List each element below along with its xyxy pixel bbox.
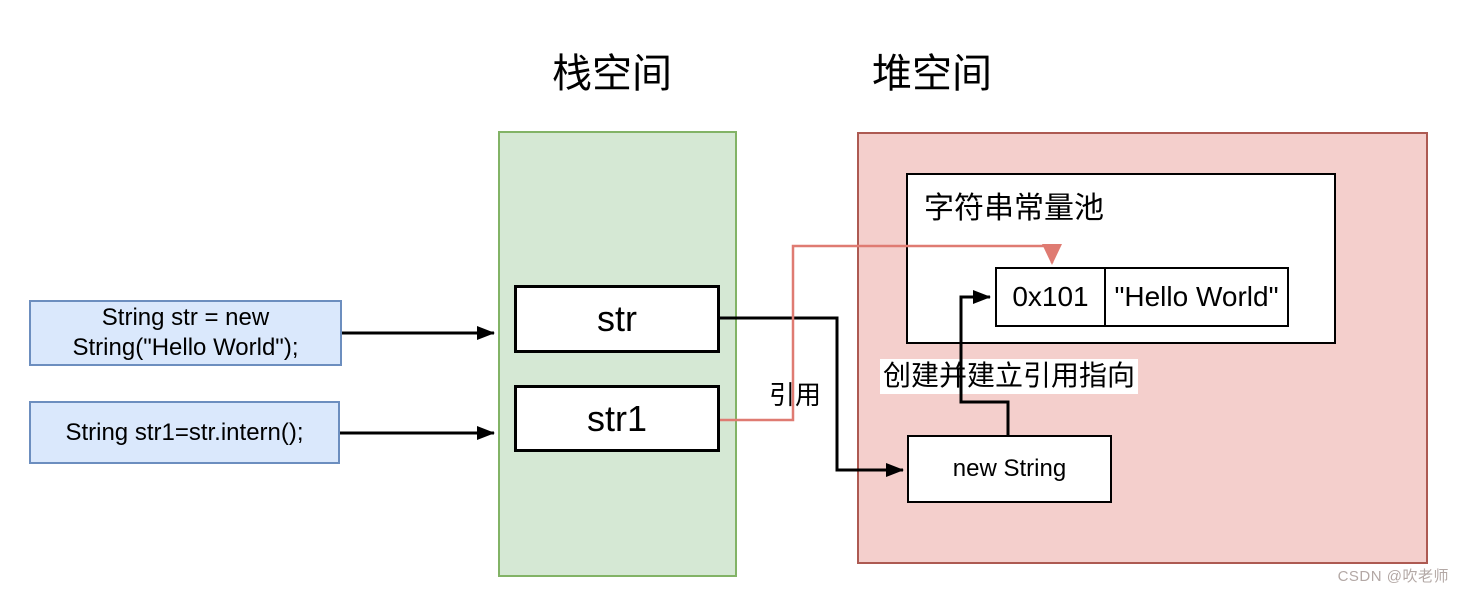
stack-space-region (498, 131, 737, 577)
heap-space-title: 堆空间 (872, 52, 992, 96)
code-box-intern: String str1=str.intern(); (29, 401, 340, 464)
stack-var-str1: str1 (514, 385, 720, 452)
code-box-new-string: String str = new String("Hello World"); (29, 300, 342, 366)
stack-var-str: str (514, 285, 720, 353)
csdn-watermark: CSDN @吹老师 (1337, 568, 1449, 585)
create-reference-label: 创建并建立引用指向 (880, 359, 1139, 394)
string-constant-pool-label: 字符串常量池 (924, 192, 1104, 225)
stack-space-title: 栈空间 (552, 52, 672, 96)
pool-entry-address-cell: 0x101 (997, 269, 1106, 325)
heap-object-new-string: new String (907, 435, 1112, 503)
pool-entry-value-cell: "Hello World" (1114, 281, 1279, 312)
pool-entry-table: 0x101 "Hello World" (995, 267, 1289, 327)
reference-label: 引用 (767, 380, 824, 411)
